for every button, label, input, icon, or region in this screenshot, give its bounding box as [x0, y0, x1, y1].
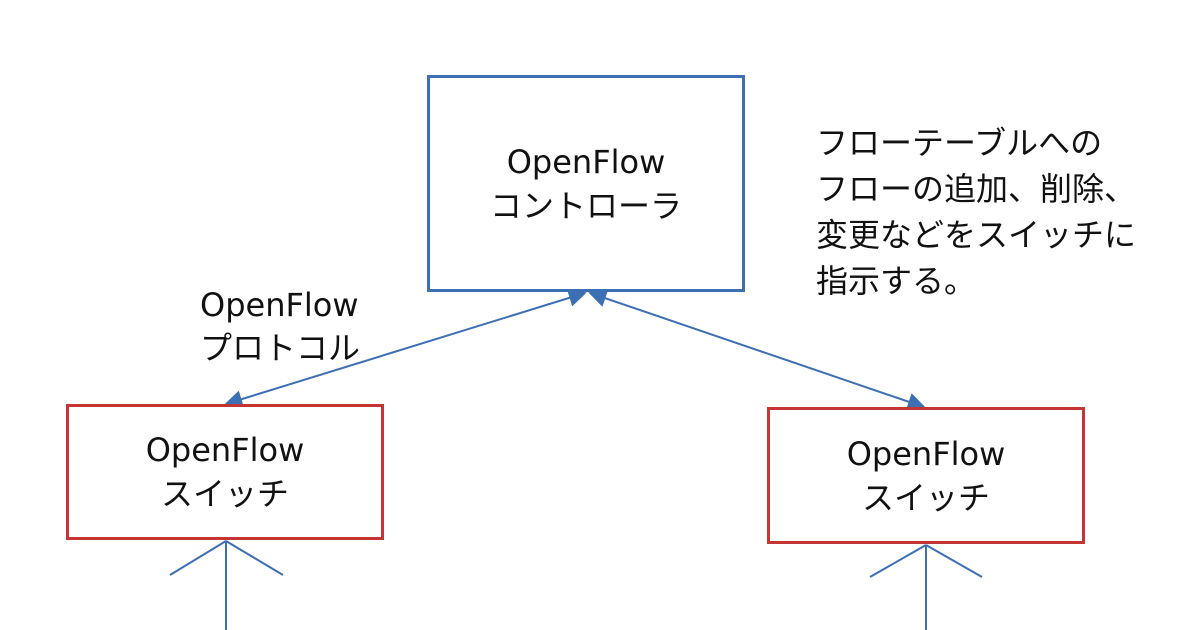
- note-line4: 指示する。: [816, 262, 977, 300]
- switch-left-title: OpenFlow: [145, 431, 305, 469]
- controller-subtitle: コントローラ: [489, 186, 682, 225]
- controller-title: OpenFlow: [506, 142, 666, 181]
- flow-table-note: フローテーブルへの フローの追加、削除、 変更などをスイッチに 指示する。: [816, 120, 1136, 304]
- switch-right-title: OpenFlow: [846, 434, 1006, 473]
- openflow-switch-right-box: OpenFlow スイッチ: [767, 407, 1085, 544]
- openflow-controller-box: OpenFlow コントローラ: [427, 75, 745, 292]
- protocol-label-line1: OpenFlow: [200, 286, 359, 324]
- right-switch-downlink-left: [869, 544, 927, 578]
- openflow-switch-left-box: OpenFlow スイッチ: [66, 404, 384, 540]
- switch-left-subtitle: スイッチ: [160, 475, 289, 513]
- openflow-protocol-label: OpenFlow プロトコル: [200, 284, 360, 370]
- note-line3: 変更などをスイッチに: [816, 216, 1137, 254]
- left-switch-downlink-right: [225, 540, 284, 576]
- right-switch-downlink-right: [925, 544, 983, 578]
- controller-to-right-switch-link: [588, 289, 926, 411]
- note-line2: フローの追加、削除、: [816, 170, 1137, 208]
- controller-to-left-switch-link: [224, 289, 587, 408]
- switch-right-subtitle: スイッチ: [861, 478, 990, 517]
- protocol-label-line2: プロトコル: [200, 329, 361, 367]
- note-line1: フローテーブルへの: [816, 124, 1103, 162]
- left-switch-downlink-left: [169, 540, 227, 576]
